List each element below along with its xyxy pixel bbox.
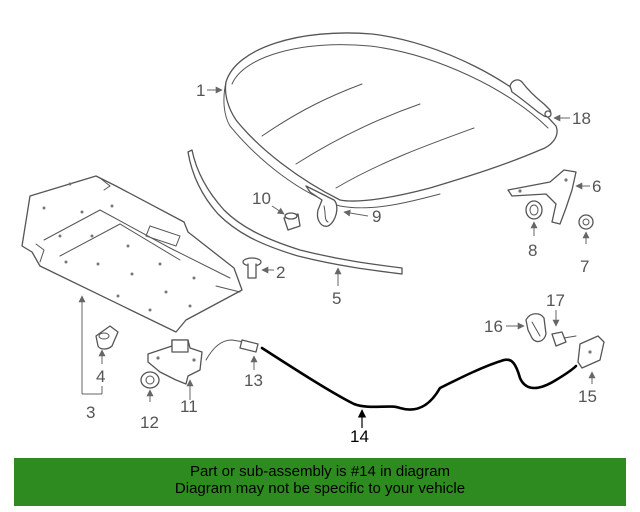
callout-label-16: 16 <box>484 317 503 336</box>
callout-13: 13 <box>244 355 263 390</box>
callout-label-13: 13 <box>244 371 263 390</box>
callout-2: 2 <box>261 263 285 282</box>
splash-shield <box>21 175 243 333</box>
callout-label-12: 12 <box>140 413 159 432</box>
callout-11: 11 <box>180 379 198 416</box>
hood-seal <box>187 149 403 275</box>
callout-15: 15 <box>578 371 597 406</box>
callout-6: 6 <box>575 177 601 196</box>
callout-12: 12 <box>140 389 159 432</box>
hood-release-cable <box>260 346 578 411</box>
callout-8: 8 <box>528 221 538 260</box>
callout-10: 10 <box>252 189 285 215</box>
callout-4: 4 <box>96 349 106 386</box>
shield-grommet <box>95 325 119 350</box>
callout-label-10: 10 <box>252 189 271 208</box>
hood-hinge <box>507 169 577 225</box>
callout-label-15: 15 <box>578 387 597 406</box>
callout-17: 17 <box>546 291 565 327</box>
callout-9: 9 <box>343 207 381 226</box>
callout-label-3: 3 <box>86 403 95 422</box>
latch-bushing <box>140 371 160 389</box>
hinge-bolt <box>578 214 594 230</box>
cable-bracket <box>577 335 605 369</box>
callout-label-9: 9 <box>372 207 381 226</box>
hinge-bushing <box>525 200 543 220</box>
callout-label-6: 6 <box>592 177 601 196</box>
callout-14: 14 <box>350 409 369 446</box>
callout-18: 18 <box>553 109 591 128</box>
callout-label-17: 17 <box>546 291 565 310</box>
callout-3: 3 <box>78 295 103 422</box>
callout-label-1: 1 <box>196 81 205 100</box>
callout-label-11: 11 <box>180 397 198 416</box>
callout-label-5: 5 <box>332 289 341 308</box>
callout-label-7: 7 <box>580 257 589 276</box>
banner-line-2: Diagram may not be specific to your vehi… <box>174 480 466 497</box>
hood-support-rod <box>509 79 552 118</box>
bumper-stop <box>283 212 301 231</box>
handle-bolt <box>551 331 577 347</box>
hood-panel <box>223 32 558 209</box>
callout-label-14: 14 <box>350 427 369 446</box>
callout-7: 7 <box>580 231 590 276</box>
callout-label-8: 8 <box>528 241 537 260</box>
callout-label-2: 2 <box>276 263 285 282</box>
hood-latch <box>147 339 203 385</box>
callout-16: 16 <box>484 317 525 336</box>
info-banner: Part or sub-assembly is #14 in diagram D… <box>14 458 626 506</box>
banner-line-1: Part or sub-assembly is #14 in diagram <box>189 463 451 480</box>
latch-striker <box>305 185 338 227</box>
push-clip <box>242 257 262 279</box>
callout-label-4: 4 <box>96 367 105 386</box>
callout-label-18: 18 <box>572 109 591 128</box>
callout-1: 1 <box>196 81 223 100</box>
hood-parts-diagram: 1 18 6 8 7 5 <box>21 32 605 446</box>
release-handle <box>525 313 547 343</box>
callout-5: 5 <box>332 267 342 308</box>
release-cable-end <box>205 339 259 361</box>
